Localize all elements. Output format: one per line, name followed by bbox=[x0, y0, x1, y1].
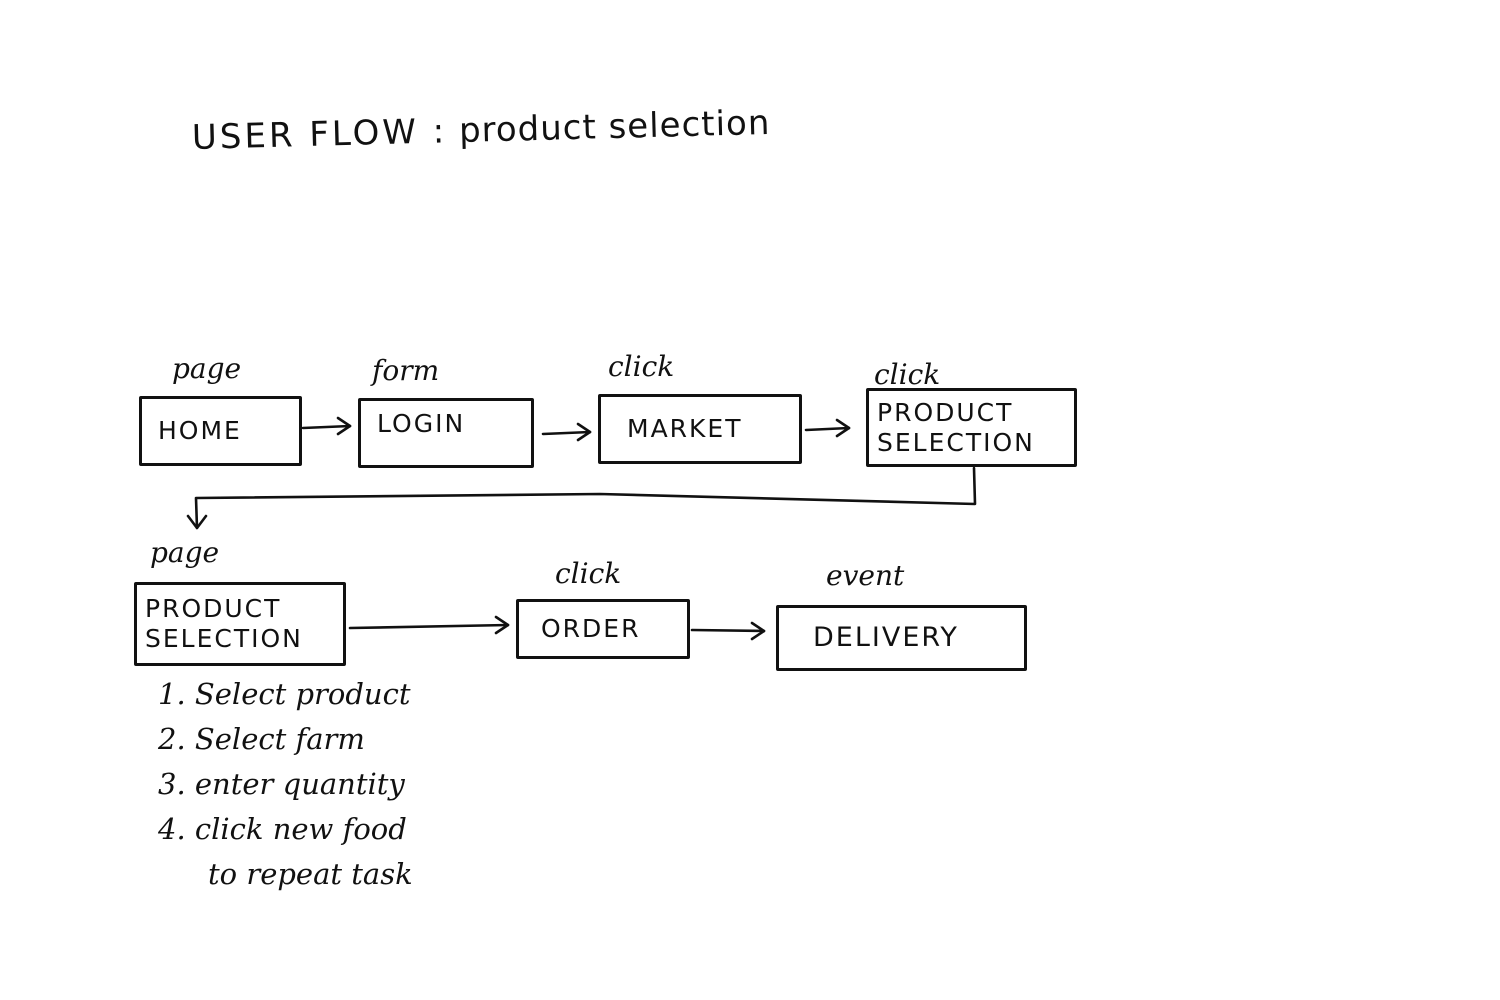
flow-node-label: DELIVERY bbox=[813, 622, 959, 653]
list-item: to repeat task bbox=[208, 857, 413, 891]
arrow-home-to-login bbox=[301, 416, 352, 436]
flow-node-label: MARKET bbox=[627, 414, 743, 443]
flow-node-label-group: PRODUCT SELECTION bbox=[137, 594, 303, 654]
title-prefix: USER FLOW : bbox=[191, 111, 448, 158]
arrow-product-selection-to-order bbox=[348, 615, 510, 635]
flow-node-login: LOGIN bbox=[358, 398, 534, 468]
login-type-label: form bbox=[372, 354, 440, 387]
flow-node-label-line: SELECTION bbox=[145, 624, 303, 653]
flow-node-market: MARKET bbox=[598, 394, 802, 464]
flow-node-label-line: SELECTION bbox=[877, 427, 1035, 457]
flow-node-delivery: DELIVERY bbox=[776, 605, 1027, 671]
arrow-market-to-product-selection bbox=[804, 418, 851, 438]
list-item: 2. Select farm bbox=[158, 722, 365, 756]
diagram-title: USER FLOW : product selection bbox=[191, 103, 770, 158]
arrow-order-to-delivery bbox=[690, 621, 766, 641]
flow-node-home: HOME bbox=[139, 396, 302, 466]
flow-node-order: ORDER bbox=[516, 599, 690, 659]
delivery-type-label: event bbox=[826, 559, 905, 592]
flow-node-label: ORDER bbox=[541, 614, 641, 643]
list-item: 4. click new food bbox=[158, 812, 407, 846]
flow-node-label: HOME bbox=[158, 416, 242, 445]
flow-node-label-line: PRODUCT bbox=[877, 397, 1014, 427]
flow-node-label-group: PRODUCT SELECTION bbox=[869, 398, 1035, 458]
arrow-login-to-market bbox=[541, 422, 592, 442]
list-item: 1. Select product bbox=[158, 677, 411, 711]
product-selection-2-type-label: page bbox=[150, 536, 220, 569]
flow-node-product-selection-1: PRODUCT SELECTION bbox=[866, 388, 1077, 467]
arrow-wrap-to-row-two bbox=[186, 466, 977, 530]
title-text: product selection bbox=[458, 102, 771, 152]
product-selection-1-type-label: click bbox=[874, 358, 941, 391]
flow-node-product-selection-2: PRODUCT SELECTION bbox=[134, 582, 346, 666]
steps-list: 1. Select product 2. Select farm 3. ente… bbox=[158, 672, 413, 897]
order-type-label: click bbox=[555, 557, 622, 590]
home-type-label: page bbox=[172, 352, 242, 385]
flow-node-label: LOGIN bbox=[377, 409, 466, 438]
market-type-label: click bbox=[608, 350, 675, 383]
list-item: 3. enter quantity bbox=[158, 767, 405, 801]
flow-node-label-line: PRODUCT bbox=[145, 594, 282, 623]
